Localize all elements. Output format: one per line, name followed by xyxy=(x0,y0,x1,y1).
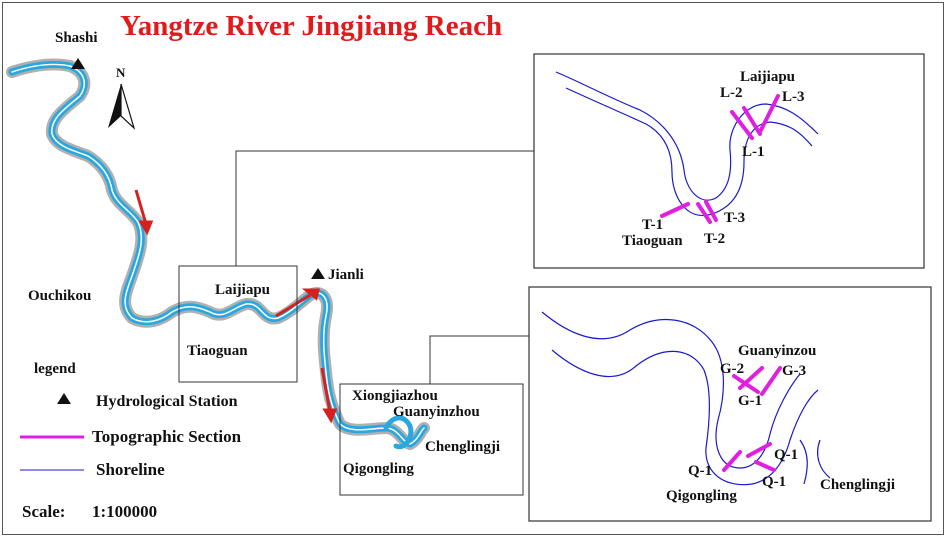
inset-lower-shoreline xyxy=(541,311,831,486)
inset-upper-sections xyxy=(660,94,780,224)
place-label-xiongjiazhou: Xiongjiazhou xyxy=(352,388,438,404)
flow-arrow-3-head xyxy=(322,408,338,424)
section-label-t2: T-2 xyxy=(704,231,726,247)
inset-lower-place-chenglingji: Chenglingji xyxy=(820,477,896,493)
place-label-chenglingji: Chenglingji xyxy=(425,439,501,455)
inset-lower-box xyxy=(528,286,932,522)
section-label-t1: T-1 xyxy=(642,217,664,233)
flow-arrow-2-head xyxy=(301,288,320,301)
river-centerline xyxy=(11,63,425,445)
place-label-guanyinzhou: Guanyinzhou xyxy=(393,404,480,420)
station-icon-shashi xyxy=(71,58,85,69)
detail-box-laijiapu xyxy=(178,265,298,383)
scale-value: 1:100000 xyxy=(92,502,158,521)
flow-arrow-3 xyxy=(320,367,332,413)
place-label-ouchikou: Ouchikou xyxy=(28,288,92,304)
section-label-l3: L-3 xyxy=(782,89,805,105)
flow-arrows xyxy=(134,189,338,424)
river-meander-end xyxy=(383,415,414,450)
legend-label-section: Topographic Section xyxy=(92,427,242,446)
station-label-jianli: Jianli xyxy=(328,267,364,283)
inset-lower-place-guanyinzou: Guanyinzou xyxy=(738,343,817,359)
section-label-q1-left: Q-1 xyxy=(688,463,713,479)
section-label-g2: G-2 xyxy=(720,361,745,377)
inset-upper-place-tiaoguan: Tiaoguan xyxy=(622,233,683,249)
section-label-l1: L-1 xyxy=(742,144,765,160)
inset-lower-sections xyxy=(722,366,782,472)
leader-line-lower xyxy=(429,335,529,384)
north-arrow-icon xyxy=(108,83,136,130)
leader-line-upper xyxy=(235,150,534,266)
inset-upper-box xyxy=(533,53,925,269)
flow-arrow-2 xyxy=(275,292,313,318)
flow-arrow-1-head xyxy=(138,220,154,236)
north-label: N xyxy=(116,65,126,80)
place-label-qigongling: Qigongling xyxy=(343,461,414,477)
flow-arrow-1 xyxy=(134,189,148,225)
section-label-g3: G-3 xyxy=(782,363,807,379)
inset-upper-place-laijiapu: Laijiapu xyxy=(740,69,796,85)
section-label-l2: L-2 xyxy=(720,85,743,101)
legend-heading: legend xyxy=(34,361,76,377)
inset-lower-place-qigongling: Qigongling xyxy=(666,488,737,504)
station-icon-jianli xyxy=(311,268,325,279)
place-label-laijiapu: Laijiapu xyxy=(215,282,271,298)
scale-label: Scale: xyxy=(22,502,66,521)
map-title: Yangtze River Jingjiang Reach xyxy=(120,10,503,42)
legend-label-shoreline: Shoreline xyxy=(96,460,165,479)
section-label-q1-bottom: Q-1 xyxy=(762,474,787,490)
legend-triangle-icon xyxy=(57,393,71,404)
section-label-g1: G-1 xyxy=(738,393,763,409)
main-river-channel xyxy=(6,58,430,450)
section-label-t3: T-3 xyxy=(724,210,746,226)
place-label-tiaoguan: Tiaoguan xyxy=(187,343,248,359)
station-label-shashi: Shashi xyxy=(55,30,98,46)
legend-label-station: Hydrological Station xyxy=(96,393,238,410)
detail-box-chenglingji xyxy=(339,383,524,496)
section-label-q1-right: Q-1 xyxy=(774,447,799,463)
